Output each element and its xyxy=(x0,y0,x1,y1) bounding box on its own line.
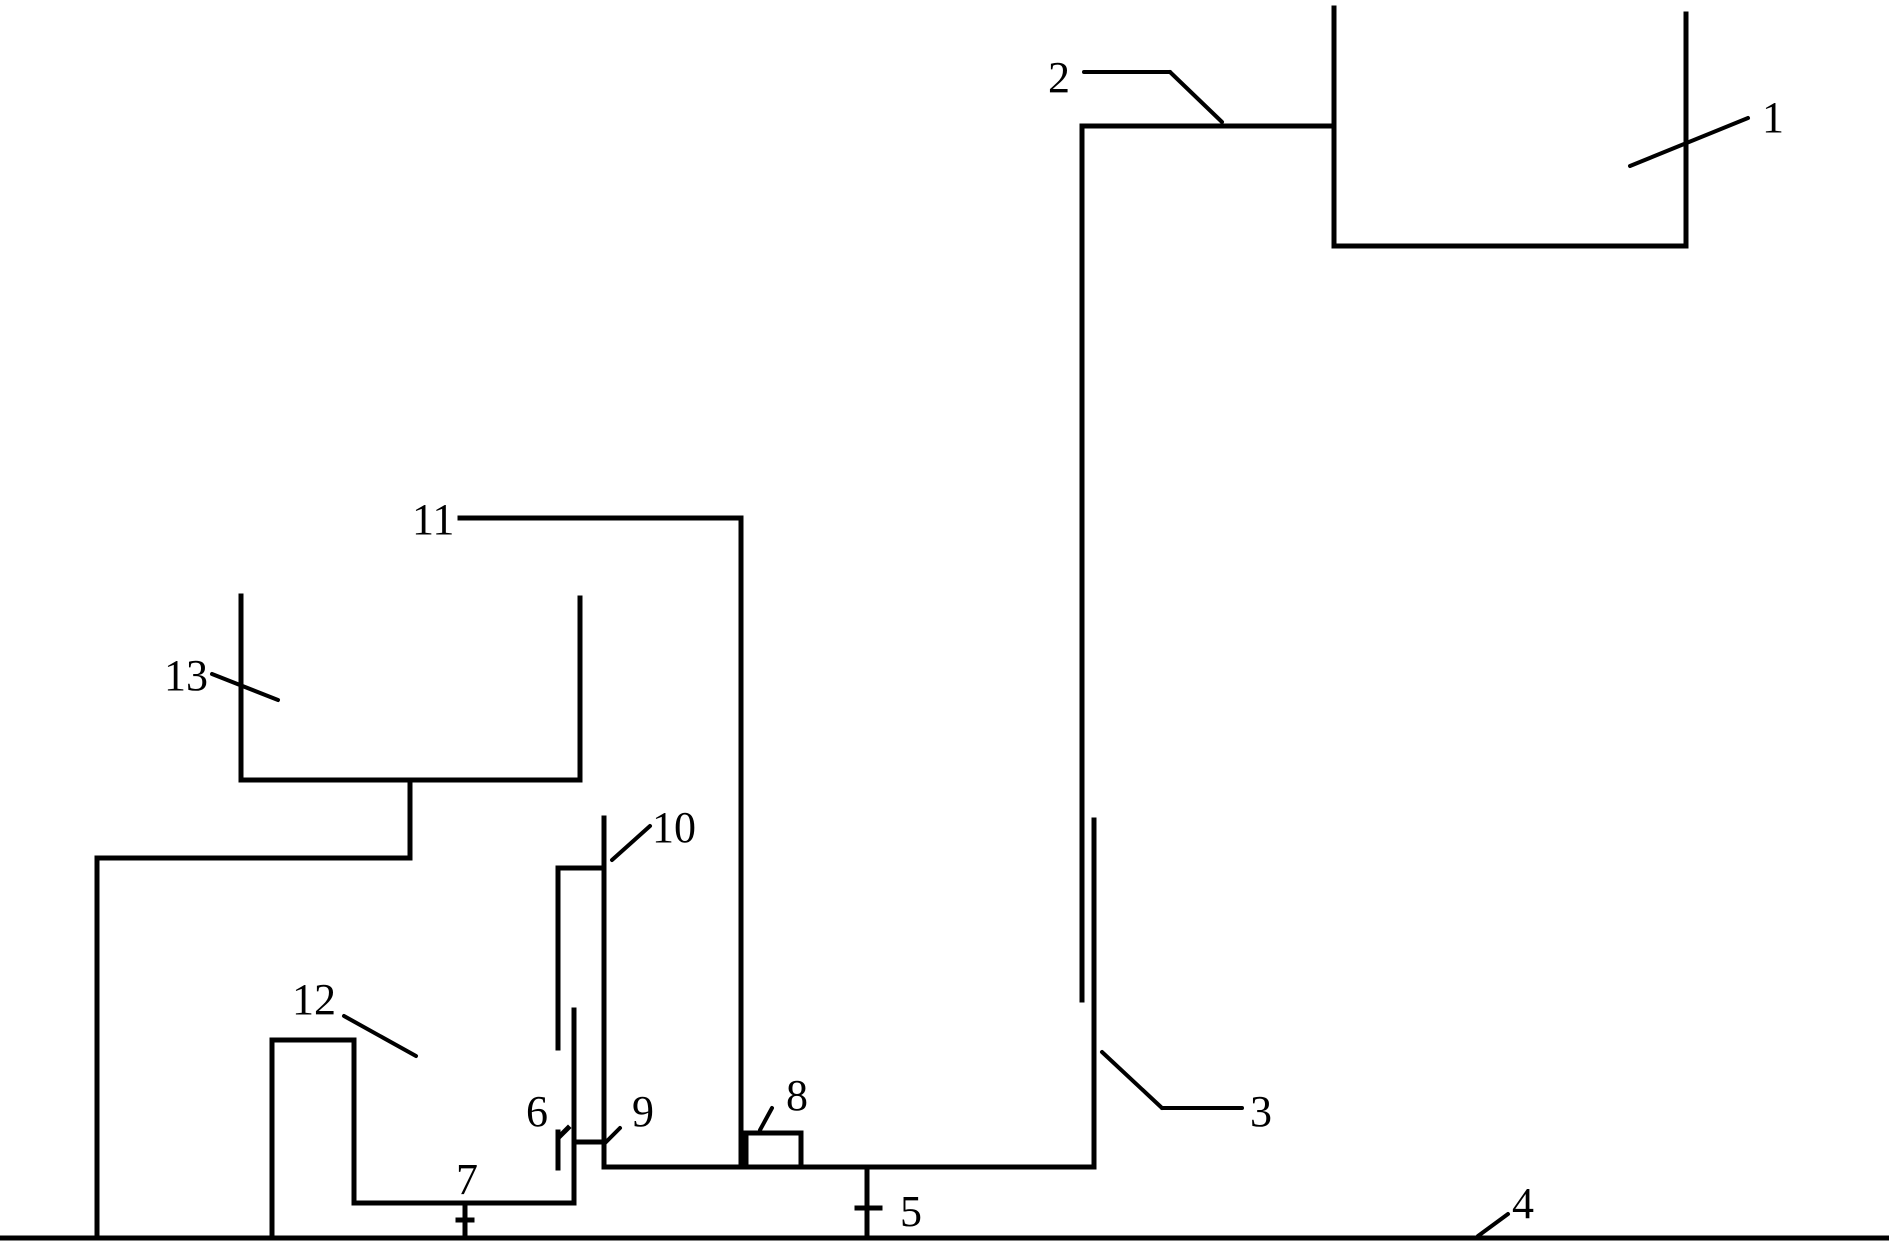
label-9: 9 xyxy=(632,1087,654,1136)
label-8: 8 xyxy=(786,1071,808,1120)
leader-2b xyxy=(1168,70,1224,124)
label-5: 5 xyxy=(900,1187,922,1236)
leader-8 xyxy=(758,1106,774,1132)
riser-pipe xyxy=(601,817,1097,1170)
leader-lines xyxy=(210,70,1750,1238)
label-10: 10 xyxy=(652,803,696,852)
leader-12 xyxy=(342,1014,418,1058)
label-13: 13 xyxy=(164,651,208,700)
left-supply-pipe xyxy=(94,777,413,1241)
left-tank xyxy=(238,593,583,783)
label-6: 6 xyxy=(526,1087,548,1136)
leader-10 xyxy=(610,824,652,862)
label-3: 3 xyxy=(1250,1087,1272,1136)
label-2: 2 xyxy=(1048,53,1070,102)
top-pipe xyxy=(1079,123,1337,1003)
label-4: 4 xyxy=(1512,1179,1534,1228)
label-12: 12 xyxy=(292,975,336,1024)
drain-pipe xyxy=(854,1164,883,1241)
label-1: 1 xyxy=(1762,93,1784,142)
leader-13 xyxy=(210,672,280,702)
leader-4 xyxy=(1476,1212,1510,1238)
pipe-10 xyxy=(555,815,607,1170)
pipe-11 xyxy=(457,515,744,1170)
upper-tank xyxy=(1331,5,1689,249)
bottom-pipe-7 xyxy=(351,1200,577,1241)
valve-section xyxy=(555,1007,607,1206)
small-tank xyxy=(269,1037,357,1241)
label-7: 7 xyxy=(456,1155,478,1204)
label-11: 11 xyxy=(412,495,454,544)
leader-1 xyxy=(1628,116,1750,168)
leader-9 xyxy=(602,1126,622,1146)
box-component xyxy=(743,1130,804,1170)
leader-3 xyxy=(1100,1050,1164,1110)
